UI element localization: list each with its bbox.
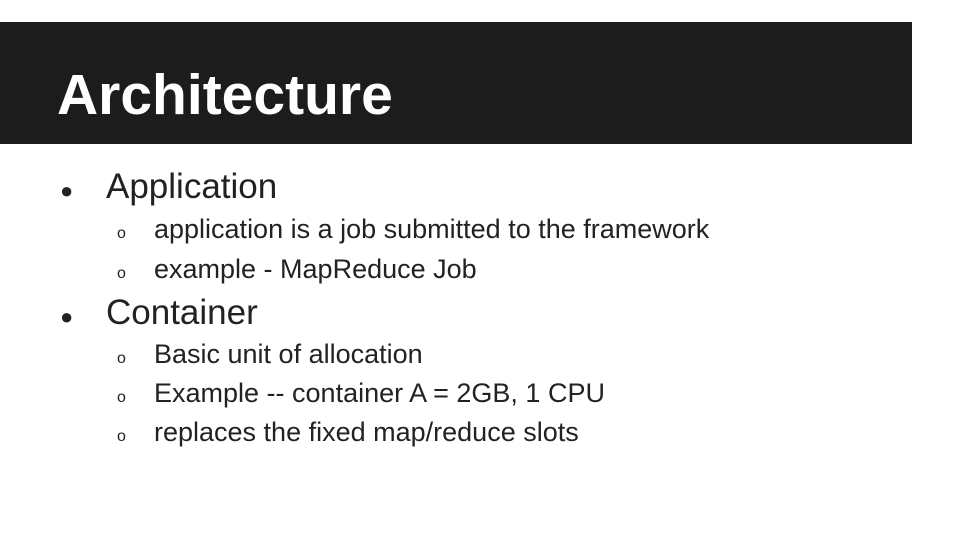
- bullet-label: Container: [106, 293, 258, 332]
- slide-title: Architecture: [57, 63, 393, 127]
- bullet-dot-icon: ●: [60, 304, 74, 329]
- sub-bullet-item: o replaces the fixed map/reduce slots: [117, 417, 579, 448]
- sub-bullet-label: replaces the fixed map/reduce slots: [154, 417, 579, 447]
- sub-bullet-item: o Example -- container A = 2GB, 1 CPU: [117, 378, 605, 409]
- sub-bullet-item: o application is a job submitted to the …: [117, 214, 709, 245]
- sub-bullet-label: Example -- container A = 2GB, 1 CPU: [154, 378, 605, 408]
- sub-bullet-label: example - MapReduce Job: [154, 254, 477, 284]
- bullet-dot-icon: ●: [60, 178, 74, 203]
- circle-bullet-icon: o: [117, 428, 126, 445]
- bullet-item-container: ● Container: [60, 293, 258, 333]
- bullet-label: Application: [106, 167, 278, 206]
- sub-bullet-label: application is a job submitted to the fr…: [154, 214, 710, 244]
- bullet-item-application: ● Application: [60, 167, 277, 207]
- circle-bullet-icon: o: [117, 389, 126, 406]
- circle-bullet-icon: o: [117, 225, 126, 242]
- circle-bullet-icon: o: [117, 350, 126, 367]
- circle-bullet-icon: o: [117, 265, 126, 282]
- sub-bullet-label: Basic unit of allocation: [154, 339, 423, 369]
- sub-bullet-item: o Basic unit of allocation: [117, 339, 423, 370]
- sub-bullet-item: o example - MapReduce Job: [117, 254, 477, 285]
- title-bar: [0, 22, 912, 144]
